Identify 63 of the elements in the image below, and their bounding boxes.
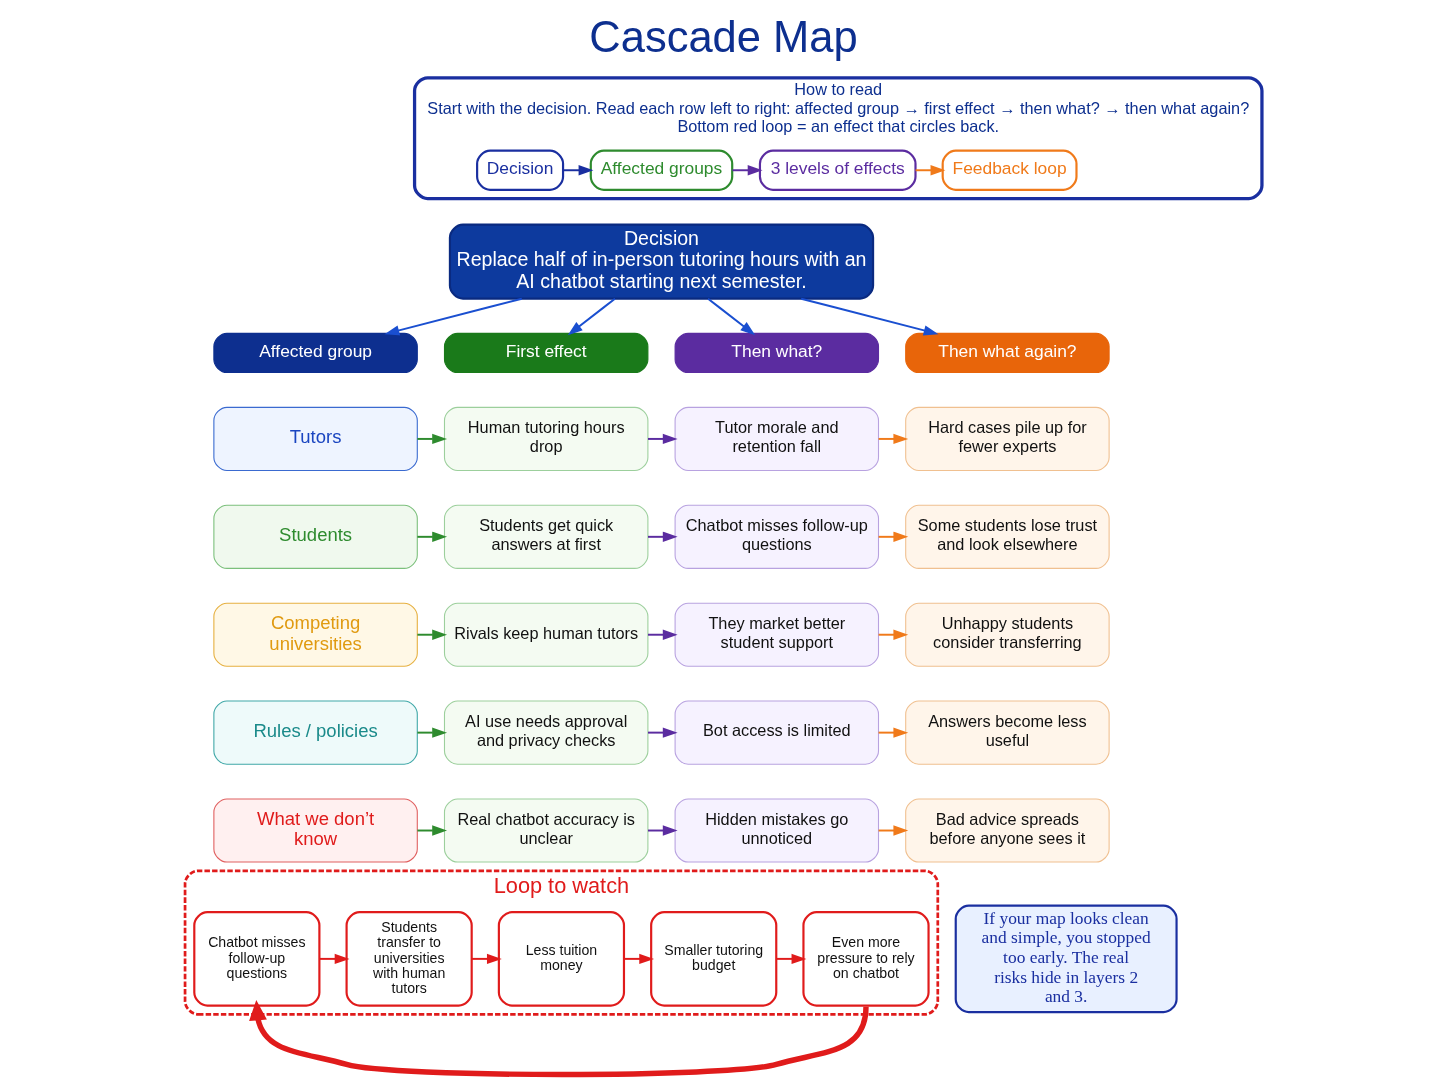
node-box: Rivals keep human tutors — [443, 602, 649, 667]
node-box: Tutor morale and retention fall — [674, 406, 880, 471]
node-box: First effect — [443, 332, 649, 374]
arrow — [416, 433, 447, 445]
node-box: Then what again? — [905, 332, 1110, 374]
node-box: Even more pressure to rely on chatbot — [802, 911, 930, 1007]
node-box: Decision — [476, 149, 565, 191]
node-box: Affected groups — [589, 149, 734, 191]
arrow — [647, 629, 678, 640]
arrow — [914, 165, 946, 176]
arrow — [877, 825, 909, 836]
arrow — [567, 297, 616, 336]
node-box: Competing universities — [213, 602, 418, 667]
node-box: Feedback loop — [941, 149, 1078, 191]
arrow — [800, 297, 939, 336]
arrow — [249, 999, 869, 1078]
node-box: They market better student support — [674, 602, 880, 667]
arrow — [877, 433, 909, 445]
diagram-title: Cascade Map — [589, 12, 858, 61]
arrow — [877, 531, 909, 542]
node-box: Tutors — [213, 406, 418, 471]
node-box: Chatbot misses follow-up questions — [193, 911, 321, 1007]
arrow — [623, 953, 655, 965]
node-box: Rules / policies — [213, 700, 418, 765]
node-box: Human tutoring hours drop — [443, 406, 649, 471]
arrow — [384, 297, 523, 336]
arrow — [775, 953, 807, 965]
node-box: Unhappy students consider transferring — [905, 602, 1110, 667]
arrow — [562, 165, 594, 176]
arrow — [647, 433, 678, 445]
arrow — [647, 531, 678, 542]
node-box: Decision Replace half of in-person tutoring hours with an AI chatbot starting next semester. — [448, 223, 875, 300]
node-box: Bot access is limited — [674, 700, 880, 765]
arrow — [647, 727, 678, 738]
arrow — [416, 531, 447, 542]
arrow — [470, 953, 502, 965]
node-box: Hidden mistakes go unnoticed — [674, 798, 880, 863]
arrow — [877, 629, 909, 640]
arrow — [318, 953, 350, 965]
arrow — [416, 825, 447, 836]
node-box: Students — [213, 504, 418, 569]
node-box: Real chatbot accuracy is unclear — [443, 798, 649, 863]
node-box: Students transfer to universities with human tutors — [345, 911, 473, 1007]
arrow — [877, 727, 909, 738]
node-box: If your map looks clean and simple, you stopped too early. The real risks hide in layers 2 and 3. — [954, 904, 1178, 1014]
node-box: 3 levels of effects — [758, 149, 917, 191]
node-box: Bad advice spreads before anyone sees it — [905, 798, 1110, 863]
node-box: Students get quick answers at first — [443, 504, 649, 569]
node-box: Some students lose trust and look elsewhere — [905, 504, 1110, 569]
arrow — [707, 297, 756, 336]
node-box: Affected group — [213, 332, 418, 374]
node-box: Chatbot misses follow-up questions — [674, 504, 880, 569]
arrow — [416, 727, 447, 738]
arrow — [416, 629, 447, 640]
arrow — [731, 165, 763, 176]
node-box: What we don’t know — [213, 798, 418, 863]
arrow — [647, 825, 678, 836]
node-box: Then what? — [674, 332, 880, 374]
node-box: AI use needs approval and privacy checks — [443, 700, 649, 765]
node-box: Hard cases pile up for fewer experts — [905, 406, 1110, 471]
node-box: Answers become less useful — [905, 700, 1110, 765]
node-box: Smaller tutoring budget — [650, 911, 778, 1007]
node-box: Less tuition money — [497, 911, 626, 1007]
